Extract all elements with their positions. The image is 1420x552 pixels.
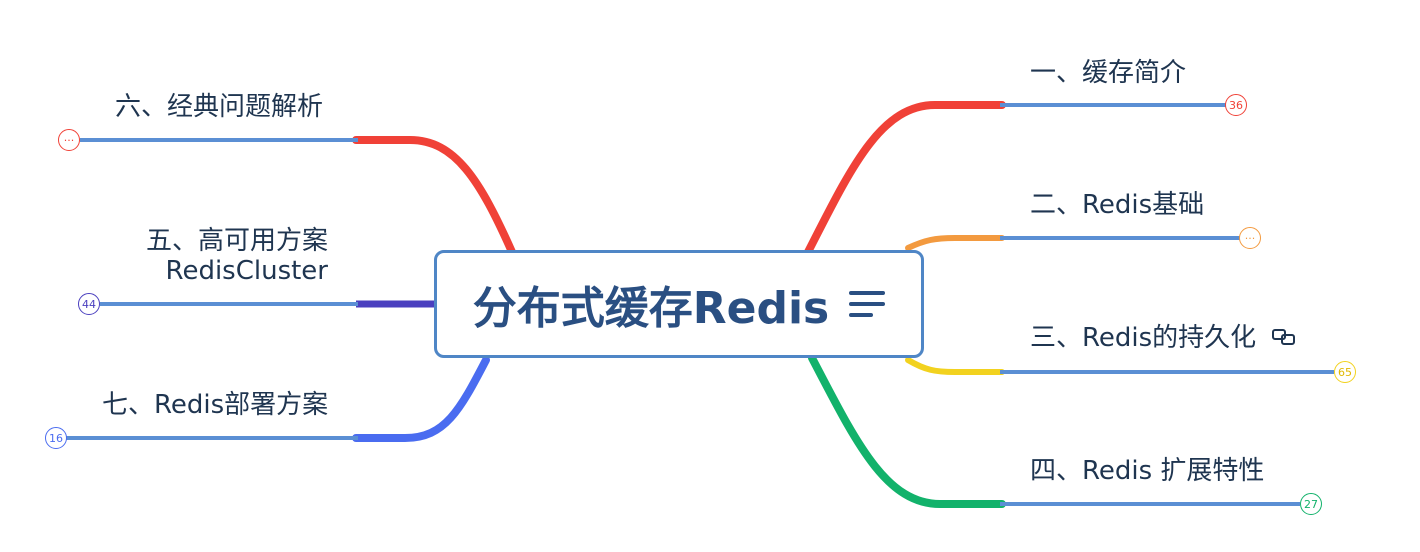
root-title: 分布式缓存Redis [472, 283, 830, 334]
branch-b6-label[interactable]: 六、经典问题解析 [115, 92, 324, 122]
root-node[interactable]: 分布式缓存Redis [434, 250, 924, 358]
branch-b1-label[interactable]: 一、缓存简介 [1030, 58, 1187, 88]
count-badge-b3[interactable]: 65 [1334, 361, 1356, 383]
branch-b5-label-line1: 五、高可用方案 [145, 226, 328, 256]
branch-b5-label-line2: RedisCluster [165, 256, 328, 286]
connector-b3 [905, 357, 1005, 375]
collapsed-badge-b6[interactable]: ··· [58, 129, 80, 151]
connector-b2 [905, 235, 1005, 251]
branch-b3-label: 三、Redis的持久化 [1030, 323, 1257, 353]
branch-b5-label[interactable]: 五、高可用方案 RedisCluster [120, 226, 328, 286]
count-badge-b4[interactable]: 27 [1300, 493, 1322, 515]
collapsed-badge-b2[interactable]: ··· [1239, 227, 1261, 249]
connector-b6 [352, 136, 516, 256]
link-icon[interactable] [1272, 324, 1296, 354]
connector-b1 [804, 101, 1006, 256]
notes-icon[interactable] [849, 289, 886, 319]
connector-b4 [808, 354, 1006, 508]
branch-b4-label[interactable]: 四、Redis 扩展特性 [1030, 456, 1265, 486]
count-badge-b7[interactable]: 16 [45, 427, 67, 449]
branch-b7-label[interactable]: 七、Redis部署方案 [102, 390, 329, 420]
branch-b3-row[interactable]: 三、Redis的持久化 [1030, 323, 1296, 354]
connector-b7 [352, 356, 490, 442]
count-badge-b5[interactable]: 44 [78, 293, 100, 315]
count-badge-b1[interactable]: 36 [1225, 94, 1247, 116]
branch-b2-label[interactable]: 二、Redis基础 [1030, 190, 1205, 220]
